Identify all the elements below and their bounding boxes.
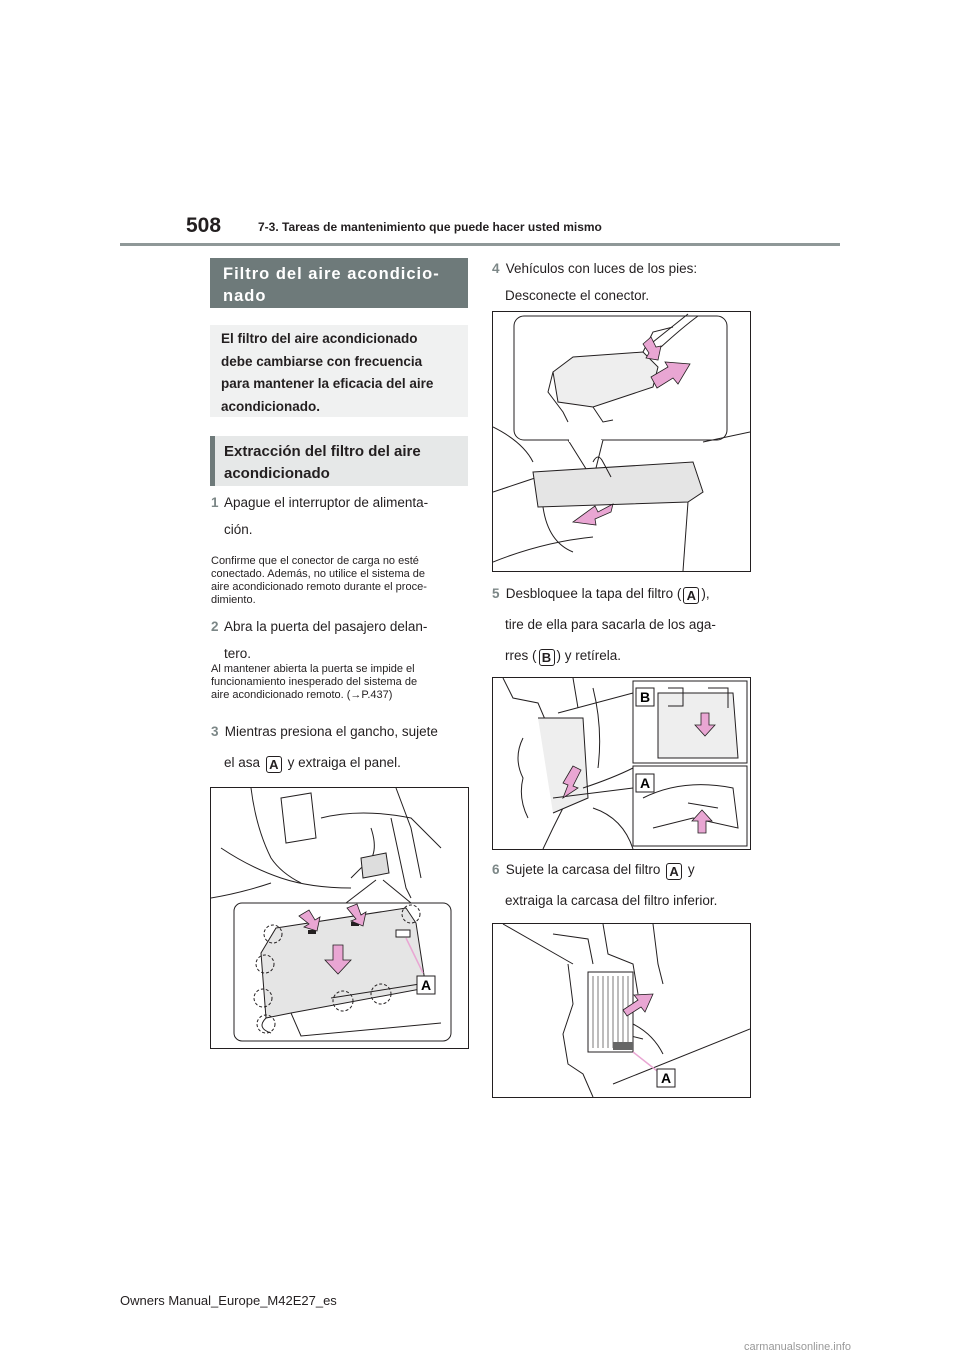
note-line: dimiento.: [211, 594, 256, 606]
step-2: 2 Abra la puerta del pasajero delan- ter…: [211, 613, 473, 667]
note-line: conectado. Además, no utilice el sistema…: [211, 568, 426, 580]
figure-label-a: A: [421, 977, 431, 993]
step-1: 1 Apague el interruptor de alimenta- ció…: [211, 489, 473, 543]
step-number: 2: [211, 619, 219, 634]
section-title-line2: nado: [223, 287, 267, 305]
label-tag-b: B: [538, 649, 555, 666]
step-text: ),: [701, 586, 710, 601]
step-number: 4: [492, 261, 500, 276]
step-text: Mientras presiona el gancho, sujete: [224, 724, 438, 739]
step-5: 5 Desbloquee la tapa del filtro (A), tir…: [492, 580, 754, 669]
figure-label-a: A: [661, 1070, 671, 1086]
intro-line: para mantener la eficacia del aire: [221, 376, 434, 391]
step-number: 1: [211, 495, 219, 510]
step-text: tero.: [224, 646, 252, 661]
step-text: Apague el interruptor de alimenta-: [224, 495, 429, 510]
running-header: 7-3. Tareas de mantenimiento que puede h…: [258, 220, 602, 234]
label-tag-a: A: [265, 756, 282, 773]
figure-connector: [492, 311, 751, 572]
step-4: 4 Vehículos con luces de los pies: Desco…: [492, 255, 754, 309]
subsection-title-line1: Extracción del filtro del aire: [224, 443, 421, 460]
section-title: Filtro del aire acondicio- nado: [210, 258, 468, 308]
step-number: 3: [211, 724, 219, 739]
note-line: aire acondicionado remoto durante el pro…: [211, 581, 427, 593]
note-line: aire acondicionado remoto. (: [211, 689, 351, 701]
step-number: 6: [492, 862, 500, 877]
step-number: 5: [492, 586, 500, 601]
step-text: Abra la puerta del pasajero delan-: [224, 619, 428, 634]
figure-filter-cover: B A: [492, 677, 751, 850]
step-6: 6 Sujete la carcasa del filtro A y extra…: [492, 856, 754, 914]
intro-box: El filtro del aire acondicionado debe ca…: [210, 325, 468, 417]
step-1-note: Confirme que el conector de carga no est…: [211, 555, 473, 607]
intro-line: debe cambiarse con frecuencia: [221, 353, 423, 369]
label-tag-a: A: [683, 587, 700, 604]
note-line: Confirme que el conector de carga no est…: [211, 555, 419, 567]
figure-filter-housing: A: [492, 923, 751, 1098]
step-text: el asa: [224, 755, 261, 770]
section-title-line1: Filtro del aire acondicio-: [223, 265, 440, 283]
step-text: ción.: [224, 522, 253, 537]
figure-label-b: B: [640, 689, 650, 705]
figure-panel-removal: A: [210, 787, 469, 1049]
step-text: Sujete la carcasa del filtro: [505, 862, 661, 877]
page-number: 508: [186, 214, 222, 237]
note-line: funcionamiento inesperado del sistema de: [211, 676, 418, 688]
figure-label-a: A: [640, 775, 650, 791]
step-text: y extraiga el panel.: [287, 755, 401, 770]
step-text: ) y retírela.: [556, 648, 622, 663]
intro-line: El filtro del aire acondicionado: [221, 331, 418, 346]
step-text: y: [687, 862, 695, 877]
subsection-title-line2: acondicionado: [224, 464, 330, 482]
step-2-note: Al mantener abierta la puerta se impide …: [211, 663, 473, 702]
footer-manual-name: Owners Manual_Europe_M42E27_es: [120, 1293, 337, 1308]
subsection-title: Extracción del filtro del aire acondicio…: [210, 436, 468, 486]
page-reference-link[interactable]: →P.437: [350, 689, 389, 701]
label-tag-a: A: [666, 863, 683, 880]
step-text: Desconecte el conector.: [505, 288, 650, 303]
note-line: ): [388, 689, 393, 701]
step-text: rres (: [505, 648, 537, 663]
step-text: Desbloquee la tapa del filtro (: [505, 586, 682, 601]
watermark: carmanualsonline.info: [744, 1341, 852, 1353]
note-line: Al mantener abierta la puerta se impide …: [211, 663, 415, 675]
step-text: Vehículos con luces de los pies:: [505, 261, 698, 276]
step-3: 3 Mientras presiona el gancho, sujete el…: [211, 718, 473, 776]
intro-line: acondicionado.: [221, 398, 321, 414]
step-text: extraiga la carcasa del filtro inferior.: [505, 893, 718, 908]
step-text: tire de ella para sacarla de los aga-: [505, 617, 716, 632]
header-rule: [120, 243, 840, 246]
